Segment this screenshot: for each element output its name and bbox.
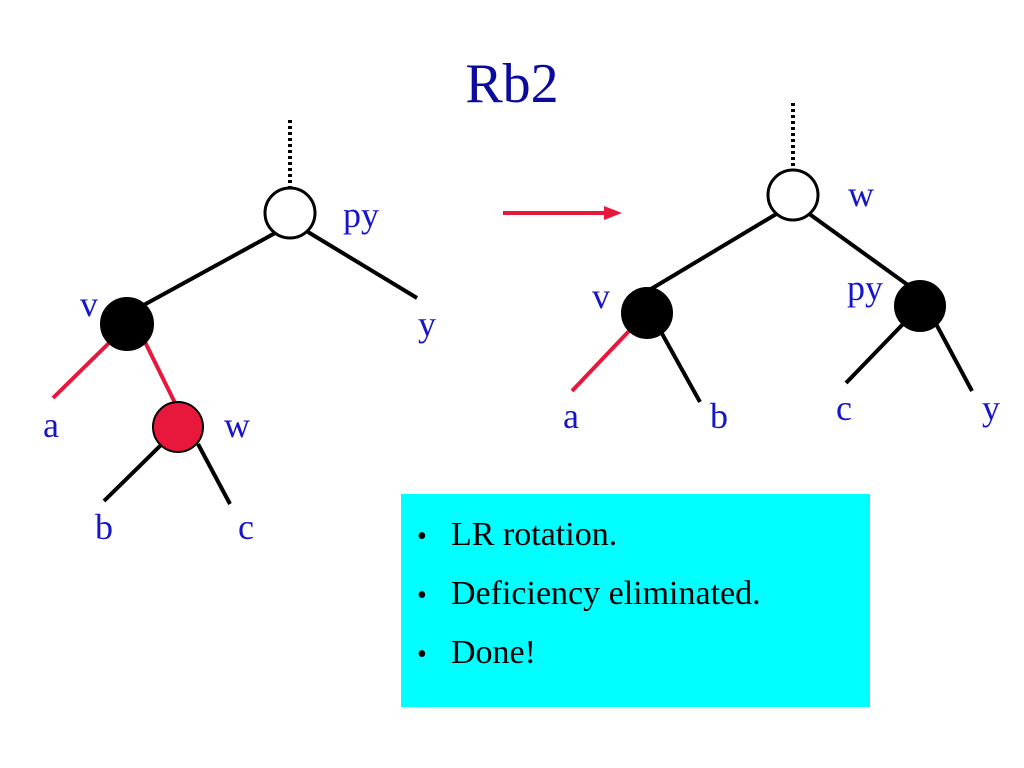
label-c: c [836,388,852,428]
after-tree: w v py a b c y [563,103,1000,436]
node-v-black [621,287,673,339]
edge-v-b [658,329,702,403]
label-y: y [418,304,436,344]
label-b: b [710,396,728,436]
node-v-black [100,297,154,351]
edge-w-v [639,211,780,297]
node-py-black [894,280,946,332]
node-w-red [152,401,204,453]
edge-v-a [51,340,112,400]
notes-box: • LR rotation. • Deficiency eliminated. … [401,494,870,707]
note-item: • LR rotation. [417,506,870,565]
label-b: b [95,507,113,547]
label-py: py [847,268,883,308]
label-y: y [982,388,1000,428]
label-py: py [343,195,379,235]
edge-py-y [933,321,974,392]
label-v: v [80,284,98,324]
label-w: w [848,174,874,214]
bullet-icon: • [417,580,427,611]
edge-w-py [806,211,914,290]
edge-py-v [141,230,278,308]
bullet-icon: • [417,521,427,552]
note-text: Done! [451,634,536,671]
node-w-white [766,168,820,222]
edge-py-c [844,320,907,385]
note-item: • Deficiency eliminated. [417,565,870,624]
note-item: • Done! [417,624,870,683]
edge-v-a [570,328,632,393]
node-py-white [263,186,317,240]
notes-list: • LR rotation. • Deficiency eliminated. … [401,494,870,683]
edge-v-w [143,341,178,406]
edge-py-y [306,230,419,300]
label-v: v [592,276,610,316]
note-text: Deficiency eliminated. [451,575,761,612]
label-w: w [224,405,250,445]
label-a: a [43,405,59,445]
bullet-icon: • [417,639,427,670]
slide-title: Rb2 [465,53,559,115]
label-a: a [563,396,579,436]
label-c: c [238,507,254,547]
edge-w-c [196,443,232,505]
before-tree: py v w y a b c [43,120,436,547]
edge-w-b [102,442,164,503]
transform-arrow [503,206,622,220]
note-text: LR rotation. [451,516,618,553]
arrow-head [604,206,622,220]
